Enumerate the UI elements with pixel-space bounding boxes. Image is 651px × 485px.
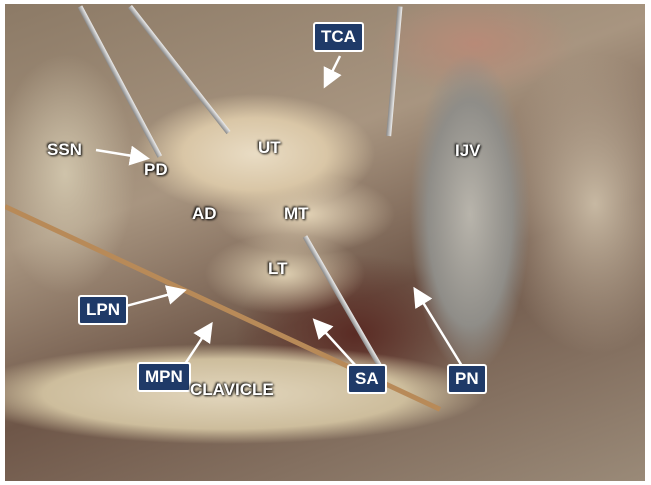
pn-arrow (413, 286, 464, 367)
label-pn: PN (447, 364, 487, 394)
label-sa: SA (347, 364, 387, 394)
label-clavicle: CLAVICLE (190, 380, 274, 399)
sa-arrow (312, 318, 357, 367)
label-ut: UT (258, 138, 281, 157)
tca-arrow (323, 55, 342, 89)
lpn-arrow (125, 285, 187, 308)
label-ijv: IJV (455, 141, 481, 160)
label-tca: TCA (313, 22, 364, 52)
label-ssn: SSN (47, 140, 82, 159)
mpn-arrow (183, 321, 213, 365)
label-pd: PD (144, 160, 168, 179)
label-lpn: LPN (78, 295, 128, 325)
label-mt: MT (284, 204, 309, 223)
label-ad: AD (192, 204, 217, 223)
ssn-arrow (95, 145, 150, 166)
label-lt: LT (268, 259, 288, 278)
label-mpn: MPN (137, 362, 191, 392)
